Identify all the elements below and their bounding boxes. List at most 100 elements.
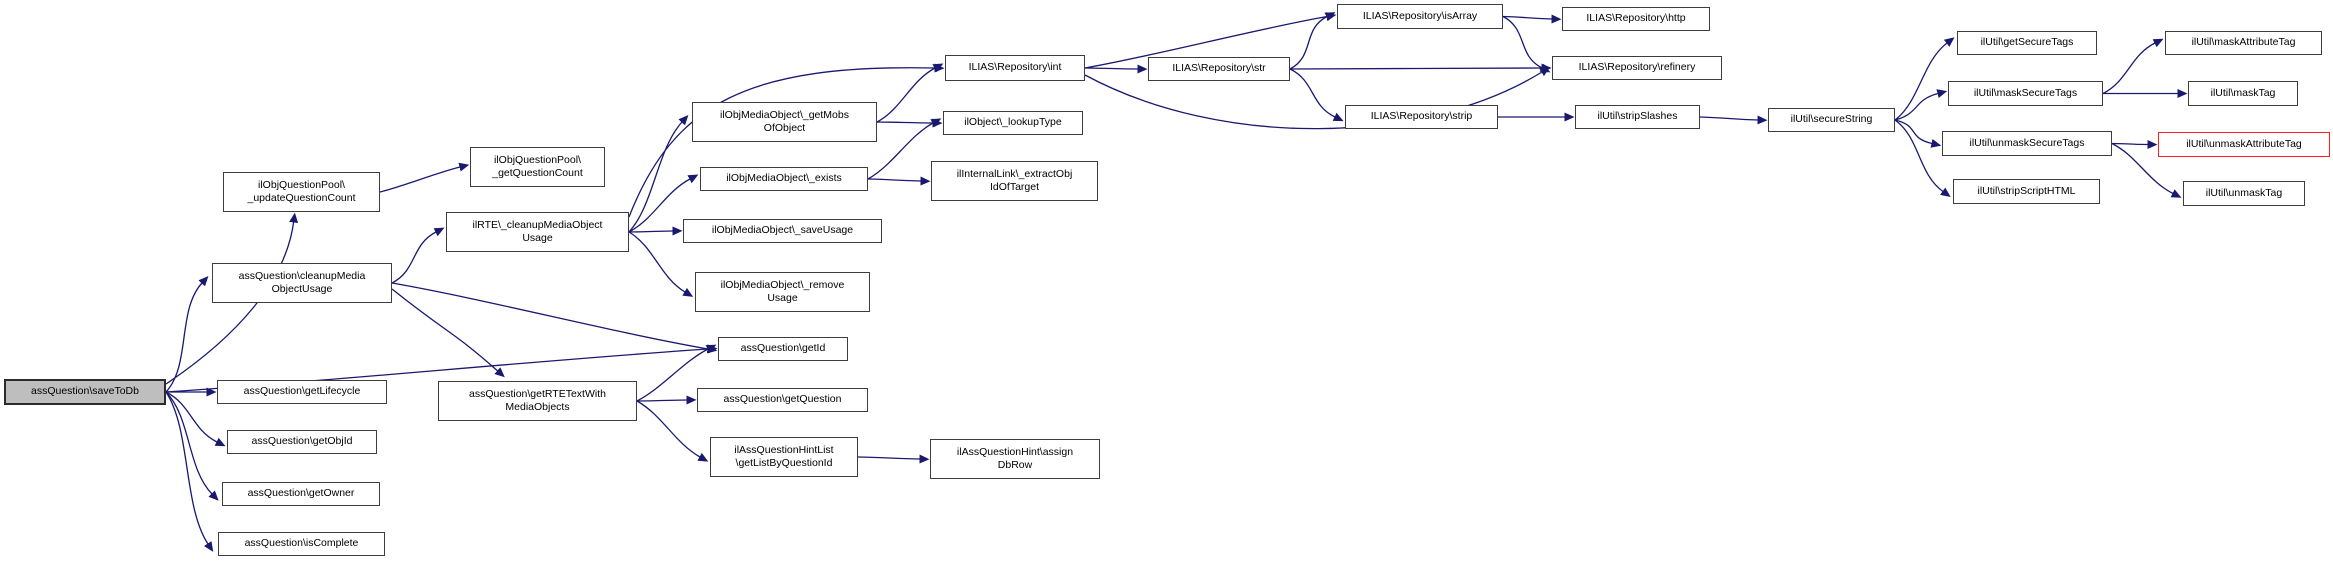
- node-label: ilAssQuestionHintList: [734, 443, 834, 456]
- edge-maskSecureTags-maskAttributeTag: [2102, 38, 2164, 95]
- edge-cleanupMediaObjectUsage-getRTEText: [391, 288, 505, 378]
- node-label: ILIAS\Repository\int: [968, 61, 1062, 74]
- edge-saveToDb-updateQuestionCount: [165, 212, 299, 385]
- edge-cleanupMediaObjectUsage-getId: [391, 282, 718, 354]
- node-exists[interactable]: ilObjMediaObject\_exists: [700, 167, 868, 191]
- edge-unmaskSecureTags-unmaskAttributeTag: [2111, 139, 2158, 149]
- node-refinery[interactable]: ILIAS\Repository\refinery: [1552, 56, 1722, 80]
- node-label: assQuestion\isComplete: [244, 537, 359, 550]
- edge-exists-extractObjId: [867, 176, 931, 186]
- node-secureString[interactable]: ilUtil\secureString: [1768, 108, 1895, 132]
- node-hintList[interactable]: ilAssQuestionHintList\getListByQuestionI…: [710, 437, 858, 477]
- node-maskAttributeTag[interactable]: ilUtil\maskAttributeTag: [2165, 31, 2322, 55]
- node-stripScriptHTML[interactable]: ilUtil\stripScriptHTML: [1953, 179, 2100, 204]
- node-unmaskSecureTags[interactable]: ilUtil\unmaskSecureTags: [1942, 131, 2112, 156]
- node-label: ilObjQuestionPool\: [258, 178, 345, 191]
- node-label: assQuestion\cleanupMedia: [238, 269, 366, 282]
- edge-ilRTECleanup-exists: [628, 174, 699, 233]
- node-label: assQuestion\getId: [740, 342, 826, 355]
- node-label: ilObjMediaObject\_saveUsage: [711, 224, 854, 237]
- node-label: ilInternalLink\_extractObj: [956, 167, 1073, 180]
- node-getObjId[interactable]: assQuestion\getObjId: [227, 430, 377, 454]
- node-getOwner[interactable]: assQuestion\getOwner: [222, 482, 380, 506]
- node-getLifecycle[interactable]: assQuestion\getLifecycle: [217, 380, 387, 404]
- node-unmaskAttributeTag[interactable]: ilUtil\unmaskAttributeTag: [2158, 132, 2330, 157]
- node-getId[interactable]: assQuestion\getId: [718, 337, 848, 361]
- node-maskTag[interactable]: ilUtil\maskTag: [2188, 81, 2298, 106]
- node-strip[interactable]: ILIAS\Repository\strip: [1345, 105, 1498, 129]
- edge-ilRTECleanup-saveUsage: [628, 226, 683, 236]
- node-lookupType[interactable]: ilObject\_lookupType: [943, 111, 1083, 135]
- edge-updateQuestionCount-getQuestionCount: [379, 162, 470, 193]
- node-maskSecureTags[interactable]: ilUtil\maskSecureTags: [1948, 81, 2103, 106]
- edge-secureString-unmaskSecureTags: [1894, 119, 1942, 148]
- node-label: ilAssQuestionHint\assign: [956, 445, 1074, 458]
- edge-getRTEText-hintList: [636, 400, 709, 462]
- edge-ilRTECleanup-getMobsOfObject: [628, 114, 689, 233]
- edge-saveToDb-isComplete: [165, 391, 214, 552]
- node-label: ILIAS\Repository\isArray: [1362, 9, 1478, 22]
- node-stripSlashes[interactable]: ilUtil\stripSlashes: [1575, 105, 1700, 129]
- node-label: ilUtil\unmaskAttributeTag: [2186, 137, 2302, 150]
- edge-isArray-http: [1502, 14, 1562, 24]
- node-isArray[interactable]: ILIAS\Repository\isArray: [1337, 4, 1503, 29]
- node-label: assQuestion\saveToDb: [31, 385, 139, 398]
- node-label: ilUtil\maskTag: [2210, 86, 2276, 99]
- edge-ilRTECleanup-removeUsage: [628, 231, 694, 297]
- node-label: ObjectUsage: [271, 283, 333, 295]
- node-label: assQuestion\getLifecycle: [243, 385, 361, 398]
- node-label: ilObjMediaObject\_exists: [726, 172, 842, 185]
- edge-str-isArray: [1289, 12, 1336, 70]
- node-label: ilUtil\stripScriptHTML: [1977, 184, 2076, 197]
- node-label: ilUtil\maskAttributeTag: [2191, 36, 2296, 49]
- edge-str-refinery: [1289, 63, 1552, 73]
- node-label: assQuestion\getRTETextWith: [469, 387, 606, 400]
- node-label: ILIAS\Repository\refinery: [1578, 61, 1696, 74]
- node-getSecureTags[interactable]: ilUtil\getSecureTags: [1957, 31, 2097, 55]
- node-label: ILIAS\Repository\http: [1586, 12, 1686, 25]
- node-updateQuestionCount[interactable]: ilObjQuestionPool\_updateQuestionCount: [223, 172, 380, 212]
- node-label: ilObjMediaObject\_getMobs: [720, 108, 849, 121]
- node-saveToDb: assQuestion\saveToDb: [4, 379, 166, 405]
- node-label: ilObject\_lookupType: [964, 116, 1062, 129]
- edge-getRTEText-getId: [636, 344, 717, 402]
- node-label: ilUtil\unmaskTag: [2205, 186, 2283, 199]
- edge-isArray-refinery: [1502, 15, 1551, 73]
- node-int[interactable]: ILIAS\Repository\int: [945, 55, 1085, 81]
- edge-secureString-getSecureTags: [1894, 37, 1955, 121]
- node-label: ilObjMediaObject\_remove: [720, 278, 845, 291]
- node-label: ilRTE\_cleanupMediaObject: [472, 218, 603, 231]
- node-label: assQuestion\getQuestion: [723, 393, 842, 406]
- edge-exists-lookupType: [867, 118, 942, 180]
- edge-ilRTECleanup-int: [628, 63, 945, 218]
- node-getQuestionCount[interactable]: ilObjQuestionPool\_getQuestionCount: [470, 147, 605, 187]
- node-getQuestion[interactable]: assQuestion\getQuestion: [697, 388, 868, 412]
- node-saveUsage[interactable]: ilObjMediaObject\_saveUsage: [683, 219, 882, 243]
- node-str[interactable]: ILIAS\Repository\str: [1148, 57, 1290, 81]
- node-label: Usage: [767, 292, 798, 304]
- node-isComplete[interactable]: assQuestion\isComplete: [218, 532, 385, 556]
- edge-str-strip: [1289, 68, 1344, 122]
- node-label: IdOfTarget: [989, 181, 1040, 193]
- edge-saveToDb-getObjId: [165, 391, 226, 447]
- node-unmaskTag[interactable]: ilUtil\unmaskTag: [2183, 181, 2305, 206]
- edge-getRTEText-getQuestion: [636, 395, 697, 405]
- edge-saveToDb-getOwner: [165, 391, 219, 501]
- node-label: ilUtil\stripSlashes: [1597, 110, 1678, 123]
- node-label: ILIAS\Repository\str: [1172, 62, 1266, 75]
- edge-stripSlashes-secureString: [1699, 115, 1768, 125]
- edge-unmaskSecureTags-unmaskTag: [2111, 142, 2182, 198]
- node-label: ilUtil\unmaskSecureTags: [1969, 136, 2085, 149]
- edge-cleanupMediaObjectUsage-ilRTECleanup: [391, 227, 445, 284]
- node-http[interactable]: ILIAS\Repository\http: [1562, 7, 1710, 31]
- node-label: DbRow: [997, 459, 1033, 471]
